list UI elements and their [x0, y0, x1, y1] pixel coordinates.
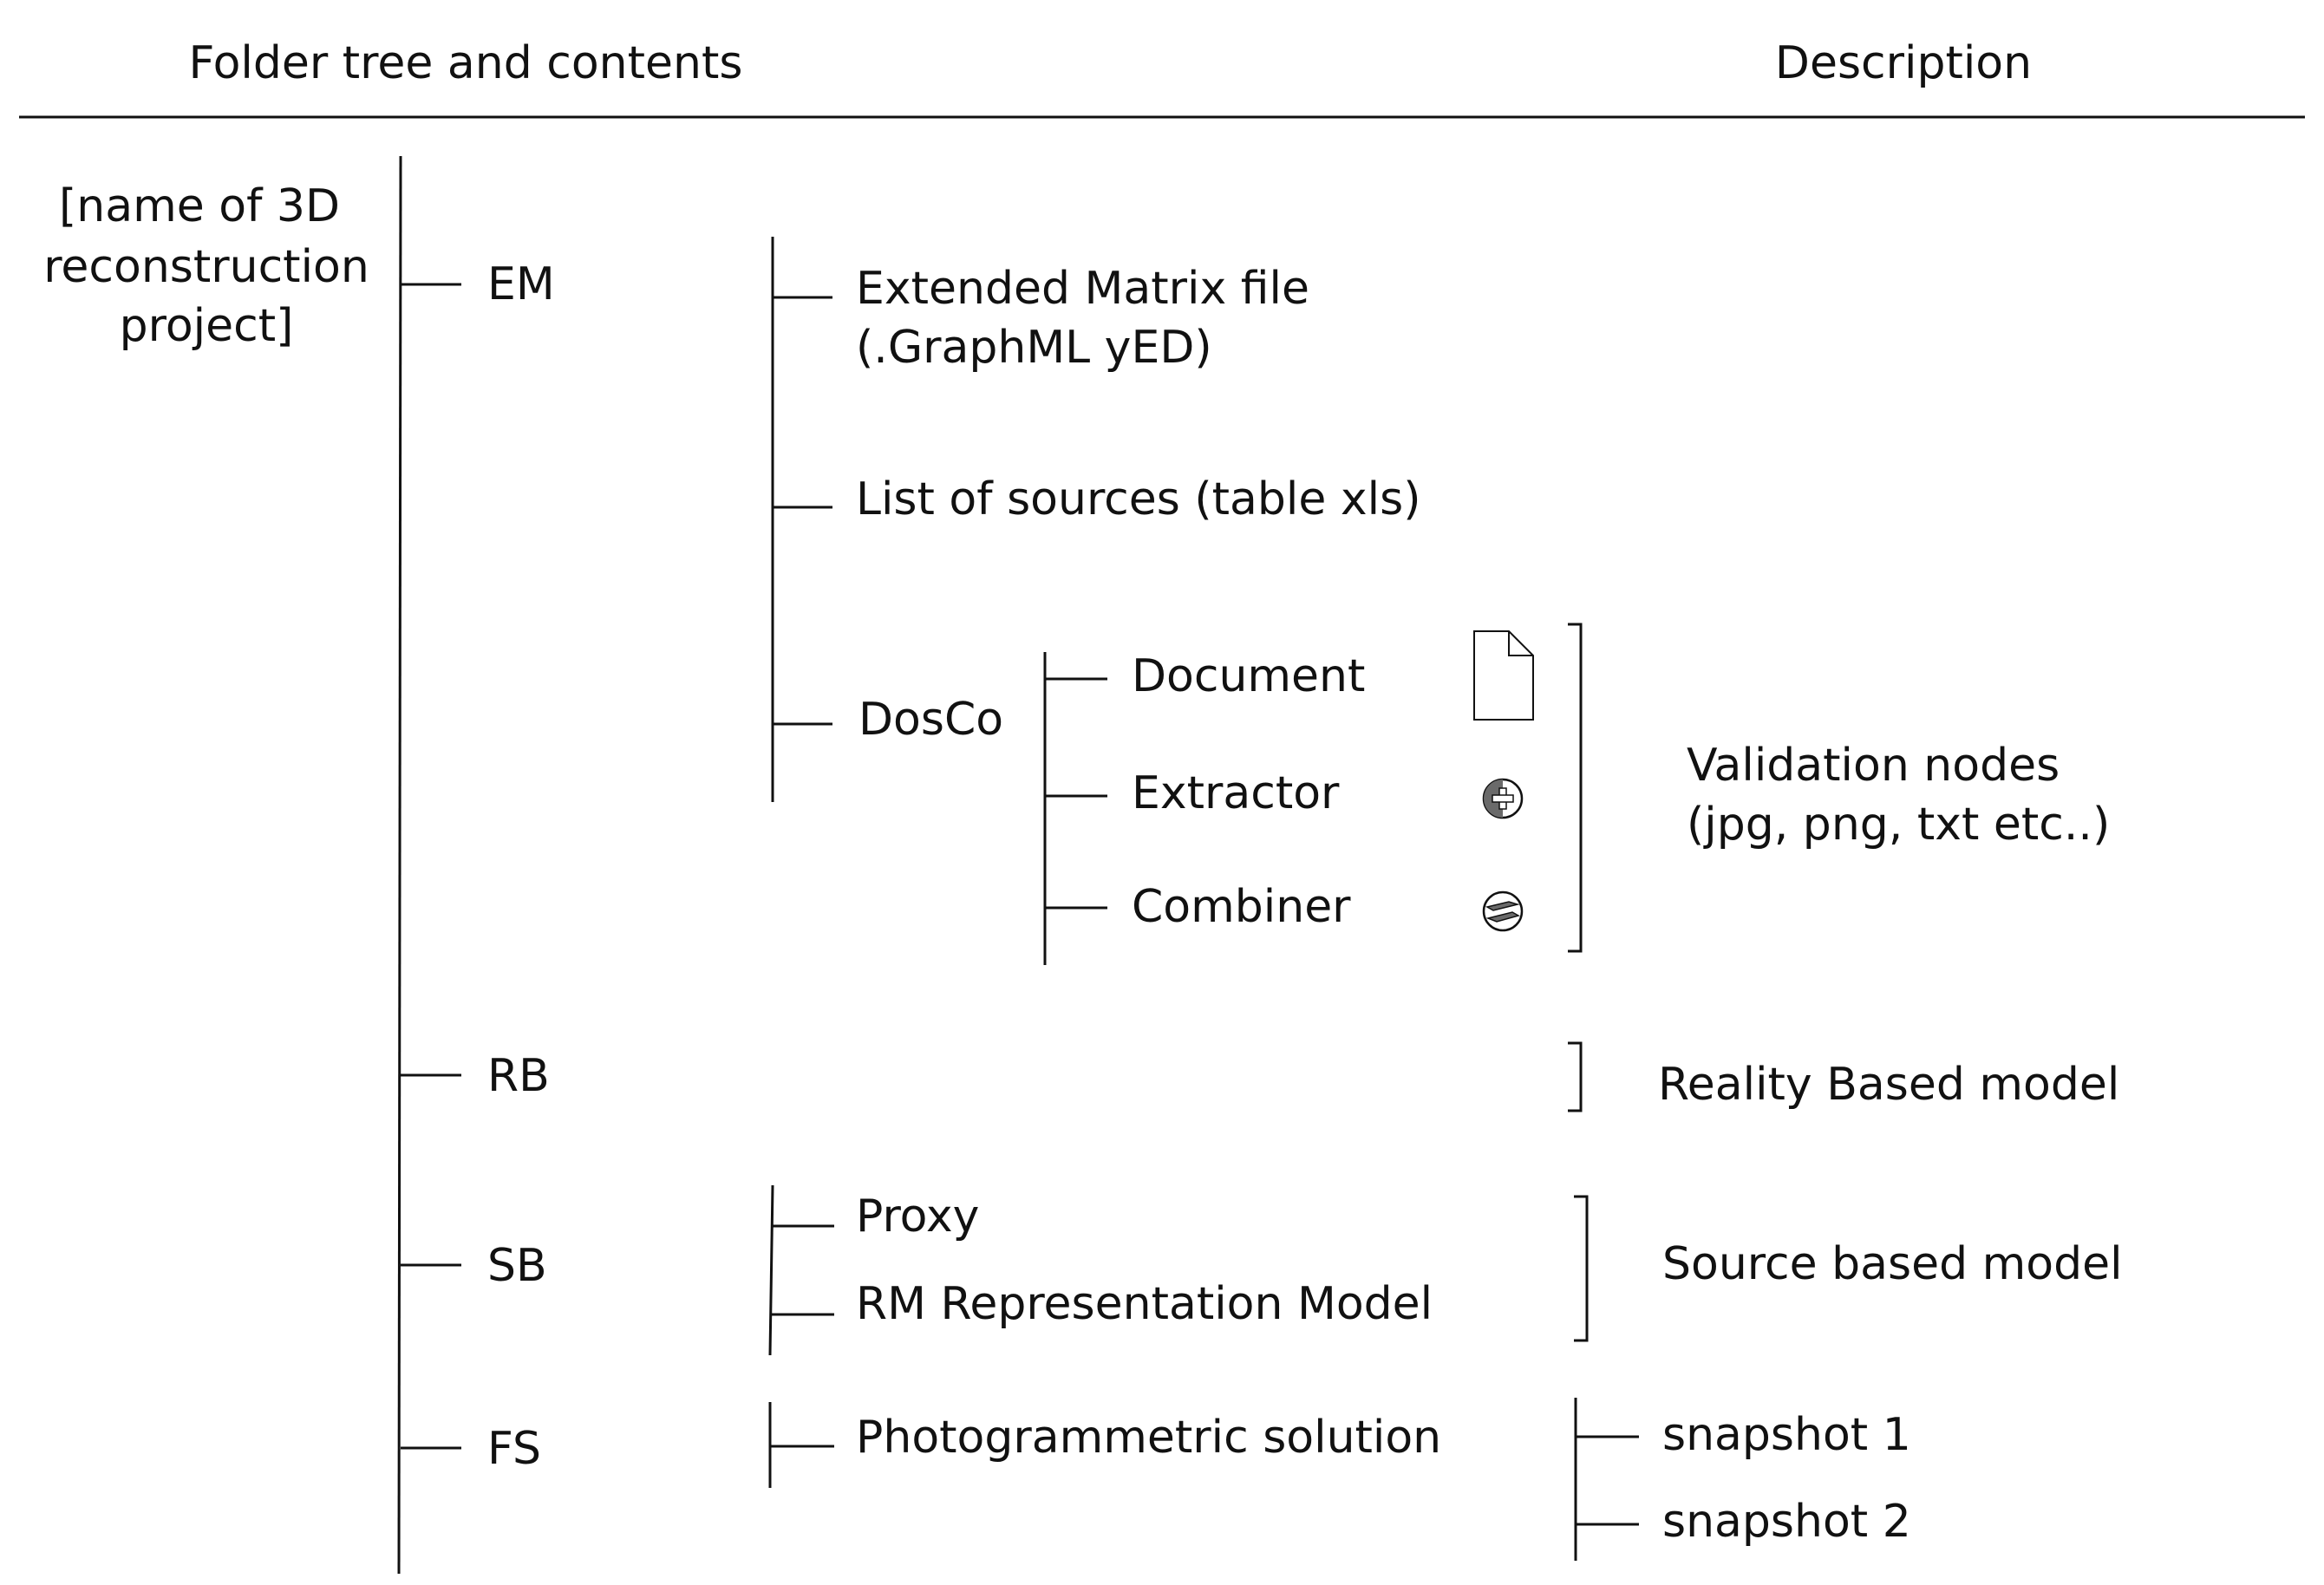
proxy-label: Proxy: [856, 1190, 979, 1243]
dosco-label: DosCo: [858, 694, 1003, 746]
root-trunk: [397, 155, 402, 1575]
extractor-icon: [1482, 778, 1524, 819]
extractor-label: Extractor: [1132, 767, 1340, 819]
extended-matrix-label-line-2: (.GraphML yED): [856, 322, 1212, 374]
snapshot-1-label: snapshot 1: [1662, 1409, 1911, 1461]
root-label-line-2: reconstruction: [43, 241, 369, 293]
header-left-title: Folder tree and contents: [189, 37, 743, 89]
list-of-sources-label: List of sources (table xls): [856, 473, 1421, 525]
source-based-model-label: Source based model: [1662, 1238, 2123, 1290]
folder-rb-label: RB: [487, 1050, 550, 1102]
document-label: Document: [1132, 650, 1365, 702]
rm-label: RM Representation Model: [856, 1278, 1433, 1330]
source-based-bracket: [1574, 1195, 1589, 1342]
combiner-label: Combiner: [1132, 881, 1351, 933]
folder-em-label: EM: [487, 258, 555, 310]
combiner-icon: [1482, 890, 1524, 932]
photogrammetric-solution-label: Photogrammetric solution: [856, 1412, 1441, 1464]
validation-nodes-label-line-1: Validation nodes: [1687, 740, 2060, 792]
validation-bracket: [1568, 623, 1583, 953]
reality-based-bracket: [1568, 1041, 1583, 1112]
snapshot-2-label: snapshot 2: [1662, 1496, 1911, 1548]
document-icon: [1473, 630, 1534, 721]
extended-matrix-label-line-1: Extended Matrix file: [856, 263, 1309, 315]
root-label-line-1: [name of 3D: [59, 180, 340, 232]
folder-fs-label: FS: [487, 1423, 541, 1475]
root-label-line-3: project]: [120, 300, 294, 352]
folder-sb-label: SB: [487, 1240, 547, 1292]
header-right-title: Description: [1775, 37, 2032, 89]
validation-nodes-label-line-2: (jpg, png, txt etc..): [1687, 799, 2110, 851]
reality-based-model-label: Reality Based model: [1658, 1059, 2119, 1111]
sb-subtree-trunk: [768, 1184, 774, 1356]
